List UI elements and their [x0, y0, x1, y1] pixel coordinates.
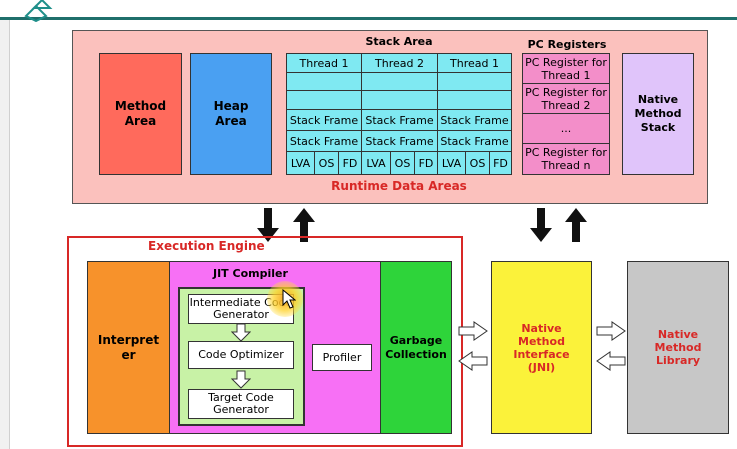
pc-register: PC Register for Thread n [522, 143, 610, 175]
pc-register: ... [522, 113, 610, 144]
profiler: Profiler [312, 344, 372, 371]
left-edge [0, 20, 10, 449]
os-cell: OS [314, 151, 339, 175]
native-method-interface: Native Method Interface (JNI) [491, 261, 592, 434]
stack-frame: Stack Frame [361, 130, 438, 152]
down-arrow-icon [231, 370, 251, 389]
empty-cell [437, 72, 512, 91]
pc-register: PC Register for Thread 2 [522, 83, 610, 114]
heap-area: Heap Area [190, 53, 272, 175]
right-arrow-icon [596, 321, 626, 341]
right-arrow-icon [458, 321, 488, 341]
code-optimizer: Code Optimizer [188, 341, 294, 369]
empty-cell [361, 90, 438, 110]
execution-engine [67, 236, 463, 447]
interpreter: Interpret er [87, 261, 170, 434]
left-arrow-icon [596, 351, 626, 371]
empty-cell [286, 90, 362, 110]
stack-frame: Stack Frame [361, 109, 438, 131]
thread-header: Thread 1 [286, 53, 362, 73]
target-code-generator: Target Code Generator [188, 389, 294, 419]
fd-cell: FD [414, 151, 438, 175]
execution-engine-label: Execution Engine [148, 239, 265, 253]
lva-cell: LVA [361, 151, 391, 175]
lva-cell: LVA [286, 151, 315, 175]
thread-header: Thread 1 [437, 53, 512, 73]
os-cell: OS [390, 151, 415, 175]
stack-area: Thread 1 Thread 2 Thread 1 Stack Frame S… [286, 53, 512, 175]
jit-compiler-title: JIT Compiler [213, 267, 288, 280]
pc-registers: PC Register for Thread 1 PC Register for… [522, 53, 610, 175]
native-method-stack: Native Method Stack [622, 53, 694, 175]
garbage-collection: Garbage Collection [380, 261, 452, 434]
thread-header: Thread 2 [361, 53, 438, 73]
up-arrow-icon [565, 208, 587, 242]
left-arrow-icon [458, 351, 488, 371]
pc-register: PC Register for Thread 1 [522, 53, 610, 84]
empty-cell [286, 72, 362, 91]
fd-cell: FD [338, 151, 362, 175]
up-arrow-icon [293, 208, 315, 242]
fd-cell: FD [489, 151, 512, 175]
down-arrow-icon [257, 208, 279, 242]
stack-frame: Stack Frame [286, 130, 362, 152]
logo-icon [24, 0, 53, 22]
stack-frame: Stack Frame [437, 130, 512, 152]
runtime-data-areas-label: Runtime Data Areas [331, 179, 467, 193]
top-divider [0, 17, 737, 20]
stack-frame: Stack Frame [437, 109, 512, 131]
down-arrow-icon [530, 208, 552, 242]
method-area: Method Area [99, 53, 182, 175]
lva-cell: LVA [437, 151, 466, 175]
down-arrow-icon [231, 323, 251, 342]
empty-cell [361, 72, 438, 91]
os-cell: OS [465, 151, 490, 175]
pc-registers-title: PC Registers [527, 37, 607, 51]
mouse-pointer-icon [282, 289, 296, 309]
empty-cell [437, 90, 512, 110]
stack-area-title: Stack Area [365, 34, 433, 48]
native-method-library: Native Method Library [627, 261, 729, 434]
stack-frame: Stack Frame [286, 109, 362, 131]
